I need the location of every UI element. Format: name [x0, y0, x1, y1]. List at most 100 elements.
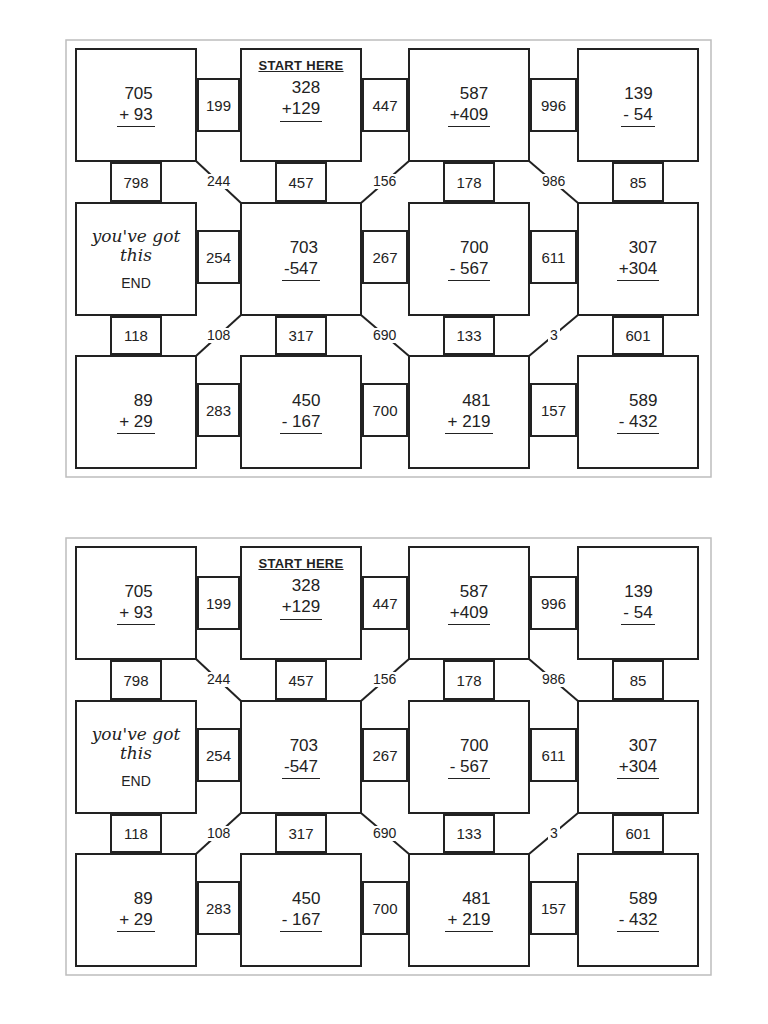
- problem-stack: 700- 567: [448, 735, 491, 780]
- answer-box: 601: [612, 814, 664, 853]
- answer-box: 996: [530, 78, 577, 132]
- answer-box: 118: [110, 814, 162, 853]
- answer-number: 447: [372, 97, 397, 114]
- answer-box: 317: [275, 814, 327, 853]
- problem-box: 587+409: [408, 48, 530, 162]
- maze-path: [361, 161, 409, 203]
- path-number: 108: [205, 826, 232, 841]
- top-number: 307: [617, 237, 659, 258]
- maze-path: [529, 813, 578, 854]
- problem-stack: 328+129: [280, 575, 322, 620]
- maze-path: [361, 813, 409, 854]
- operand-line: - 54: [621, 104, 654, 127]
- problem-stack: 589- 432: [617, 390, 660, 435]
- answer-box: 199: [197, 576, 240, 630]
- top-number: 89: [117, 888, 155, 909]
- problem-stack: 481+ 219: [445, 888, 492, 933]
- top-number: 450: [280, 888, 323, 909]
- encouragement-text: you've got this: [84, 725, 188, 762]
- operand-line: + 29: [117, 909, 155, 932]
- answer-number: 996: [541, 97, 566, 114]
- answer-box: 199: [197, 78, 240, 132]
- answer-number: 157: [541, 402, 566, 419]
- start-box: START HERE328+129: [240, 48, 362, 162]
- answer-number: 85: [630, 672, 647, 689]
- maze-path: [196, 813, 241, 854]
- path-number: 244: [205, 672, 232, 687]
- answer-box: 157: [530, 383, 577, 437]
- answer-number: 178: [456, 672, 481, 689]
- problem-box: 589- 432: [577, 355, 699, 469]
- operand-line: - 567: [448, 756, 491, 779]
- problem-stack: 587+409: [448, 581, 490, 626]
- answer-box: 254: [197, 728, 240, 782]
- top-number: 703: [282, 237, 320, 258]
- answer-number: 118: [124, 327, 148, 344]
- worksheet-frame: [66, 538, 711, 975]
- operand-line: -547: [282, 756, 320, 779]
- problem-stack: 481+ 219: [445, 390, 492, 435]
- answer-box: 700: [362, 881, 408, 935]
- end-box: you've got thisEND: [75, 202, 197, 316]
- operand-line: + 93: [117, 104, 155, 127]
- answer-box: 85: [612, 162, 664, 202]
- answer-box: 133: [443, 814, 495, 853]
- answer-number: 601: [625, 327, 650, 344]
- top-number: 450: [280, 390, 323, 411]
- top-number: 700: [448, 735, 491, 756]
- path-number: 690: [371, 328, 398, 343]
- answer-number: 611: [542, 249, 566, 266]
- top-number: 705: [117, 581, 155, 602]
- answer-number: 611: [542, 747, 566, 764]
- answer-number: 85: [630, 174, 647, 191]
- operand-line: - 167: [280, 411, 323, 434]
- problem-box: 89+ 29: [75, 355, 197, 469]
- top-number: 307: [617, 735, 659, 756]
- end-label: END: [121, 275, 151, 291]
- problem-box: 139- 54: [577, 546, 699, 660]
- problem-box: 589- 432: [577, 853, 699, 967]
- problem-stack: 139- 54: [621, 581, 654, 626]
- top-number: 139: [621, 581, 654, 602]
- answer-box: 157: [530, 881, 577, 935]
- problem-box: 700- 567: [408, 202, 530, 316]
- path-number: 3: [548, 328, 560, 343]
- answer-number: 457: [288, 174, 313, 191]
- worksheet-frame: [66, 40, 711, 477]
- operand-line: +129: [280, 98, 322, 121]
- problem-box: 307+304: [577, 700, 699, 814]
- answer-box: 283: [197, 881, 240, 935]
- answer-number: 317: [288, 327, 313, 344]
- problem-stack: 89+ 29: [117, 390, 155, 435]
- top-number: 589: [617, 390, 660, 411]
- operand-line: + 219: [445, 909, 492, 932]
- top-number: 589: [617, 888, 660, 909]
- answer-box: 611: [530, 728, 577, 782]
- problem-box: 307+304: [577, 202, 699, 316]
- operand-line: +409: [448, 104, 490, 127]
- problem-box: 450- 167: [240, 355, 362, 469]
- answer-box: 447: [362, 576, 408, 630]
- operand-line: +304: [617, 258, 659, 281]
- answer-box: 317: [275, 316, 327, 355]
- problem-box: 705+ 93: [75, 48, 197, 162]
- answer-box: 996: [530, 576, 577, 630]
- answer-number: 798: [123, 174, 148, 191]
- problem-box: 705+ 93: [75, 546, 197, 660]
- path-number: 690: [371, 826, 398, 841]
- problem-box: 481+ 219: [408, 355, 530, 469]
- maze-path: [196, 315, 241, 356]
- path-number: 244: [205, 174, 232, 189]
- answer-box: 118: [110, 316, 162, 355]
- problem-stack: 705+ 93: [117, 581, 155, 626]
- end-label: END: [121, 773, 151, 789]
- problem-stack: 703-547: [282, 735, 320, 780]
- encouragement-text: you've got this: [84, 227, 188, 264]
- path-number: 3: [548, 826, 560, 841]
- operand-line: - 432: [617, 909, 660, 932]
- problem-box: 587+409: [408, 546, 530, 660]
- answer-number: 798: [123, 672, 148, 689]
- answer-number: 601: [625, 825, 650, 842]
- operand-line: +304: [617, 756, 659, 779]
- answer-number: 133: [456, 825, 481, 842]
